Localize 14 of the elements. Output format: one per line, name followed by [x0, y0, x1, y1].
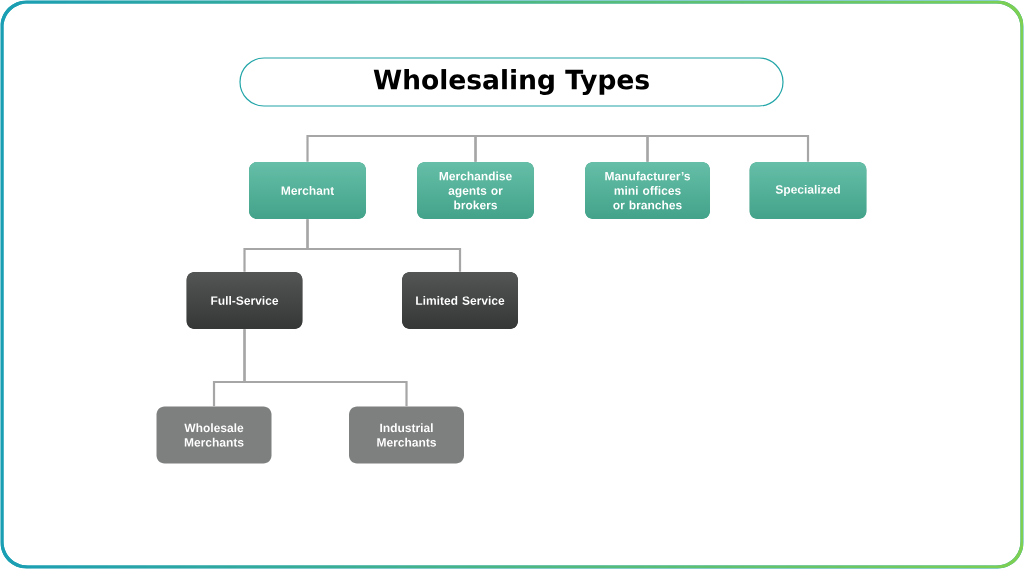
category-box: Specialized: [749, 162, 867, 219]
subtype-box: Wholesale Merchants: [156, 406, 272, 464]
subtype-box: Limited Service: [402, 272, 518, 329]
category-box: Merchant: [249, 162, 366, 219]
connector-line: [474, 134, 649, 162]
category-box: Merchandise agents or brokers: [417, 162, 534, 219]
connector-line: [306, 219, 462, 272]
subtype-box: Industrial Merchants: [349, 406, 464, 464]
title-banner: Wholesaling Types: [239, 57, 784, 107]
connector-line: [306, 134, 477, 162]
connector-line: [646, 134, 810, 162]
subtype-box: Full-Service: [186, 272, 303, 329]
category-box: Manufacturer’s mini offices or branches: [585, 162, 710, 219]
connector-line: [243, 329, 408, 407]
